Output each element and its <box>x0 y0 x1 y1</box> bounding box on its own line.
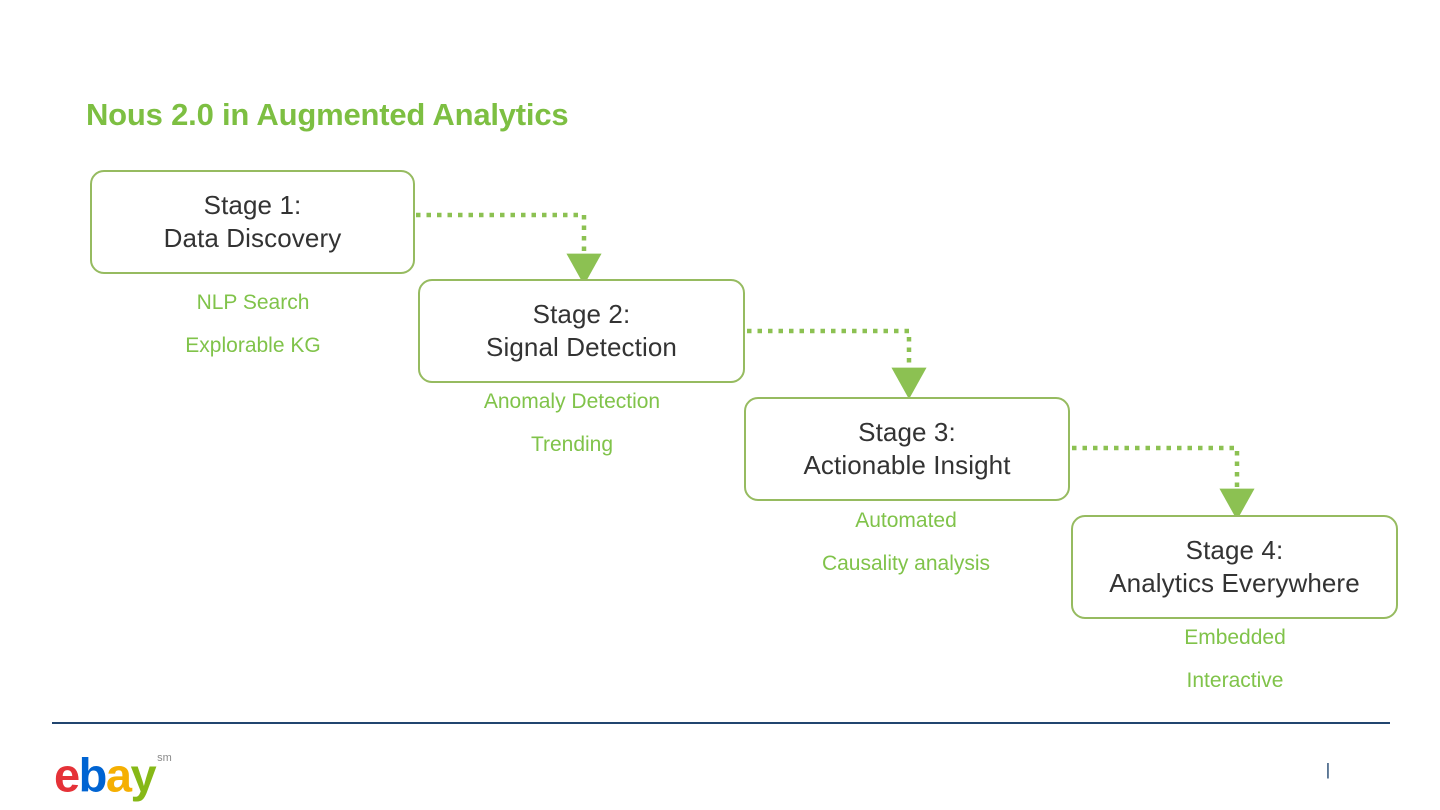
stage-3-sublabels: Automated Causality analysis <box>745 509 1067 576</box>
ebay-logo-letter-e: e <box>54 748 80 802</box>
ebay-logo-trademark: sm <box>157 752 172 764</box>
stage-box-2-line1: Stage 2: <box>532 299 631 329</box>
stage-box-1[interactable]: Stage 1: Data Discovery <box>90 170 415 274</box>
connector-stage3-to-stage4 <box>1072 445 1255 521</box>
stage-box-3-text: Stage 3: Actionable Insight <box>803 416 1010 482</box>
connector-stage1-to-stage2 <box>416 212 602 286</box>
page-title: Nous 2.0 in Augmented Analytics <box>86 97 569 132</box>
stage-box-4-line1: Stage 4: <box>1185 535 1284 565</box>
stage-3-sublabel-2: Causality analysis <box>821 552 991 575</box>
stage-1-sublabel-2: Explorable KG <box>185 334 321 357</box>
connector-stage2-to-stage3 <box>747 328 927 400</box>
ebay-logo-letter-y: y <box>130 748 157 802</box>
stage-box-2-line2: Signal Detection <box>486 332 677 362</box>
stage-4-sublabel-1: Embedded <box>1184 626 1286 649</box>
stage-box-4-line2: Analytics Everywhere <box>1109 568 1360 598</box>
footer-divider <box>52 722 1390 724</box>
ebay-logo-letter-a: a <box>105 748 132 802</box>
stage-box-2-text: Stage 2: Signal Detection <box>486 298 677 364</box>
stage-box-1-line2: Data Discovery <box>163 223 342 253</box>
stage-3-sublabel-1: Automated <box>855 509 957 532</box>
ebay-logo-letter-b: b <box>78 748 108 802</box>
stage-1-sublabel-1: NLP Search <box>196 291 310 314</box>
stage-box-3-line2: Actionable Insight <box>803 450 1011 480</box>
stage-4-sublabel-2: Interactive <box>1186 669 1284 692</box>
staircase-diagram: Stage 1: Data Discovery NLP Search Explo… <box>90 170 1398 693</box>
stage-box-2[interactable]: Stage 2: Signal Detection <box>418 279 745 383</box>
stage-box-4-text: Stage 4: Analytics Everywhere <box>1109 534 1360 600</box>
stage-2-sublabel-2: Trending <box>530 433 614 456</box>
page-number: | <box>1325 760 1331 779</box>
stage-4-sublabels: Embedded Interactive <box>1074 626 1396 693</box>
stage-box-1-text: Stage 1: Data Discovery <box>164 189 342 255</box>
stage-1-sublabels: NLP Search Explorable KG <box>92 291 414 358</box>
stage-box-4[interactable]: Stage 4: Analytics Everywhere <box>1071 515 1398 619</box>
stage-box-1-line1: Stage 1: <box>203 190 302 220</box>
stage-box-3-line1: Stage 3: <box>858 417 956 447</box>
stage-2-sublabels: Anomaly Detection Trending <box>411 390 733 457</box>
stage-2-sublabel-1: Anomaly Detection <box>483 390 661 413</box>
stage-box-3[interactable]: Stage 3: Actionable Insight <box>744 397 1070 501</box>
